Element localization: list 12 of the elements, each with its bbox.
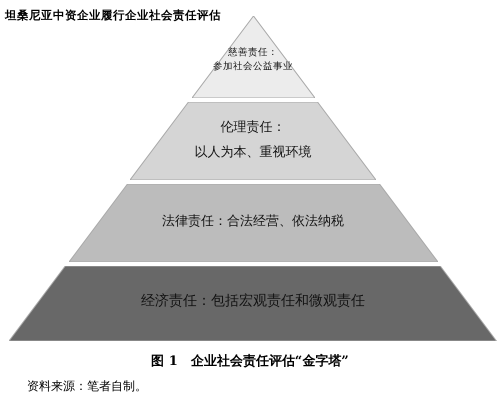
figure-caption: 图 1 企业社会责任评估“金字塔” xyxy=(150,352,350,370)
pyramid-tier xyxy=(130,102,376,180)
pyramid-tier xyxy=(9,266,497,341)
pyramid-tier xyxy=(68,184,438,262)
source-note: 资料来源：笔者自制。 xyxy=(27,378,147,395)
tier-heading: 经济责任：包括宏观责任和微观责任 xyxy=(140,292,366,310)
tier-heading: 慈善责任： xyxy=(227,46,279,59)
title: 坦桑尼亚中资企业履行企业社会责任评估 xyxy=(5,8,221,23)
tier-text: 以人为本、重视环境 xyxy=(194,144,312,161)
tier-text: 参加社会公益事业 xyxy=(212,60,294,73)
tier-heading: 伦理责任： xyxy=(220,119,286,136)
tier-heading: 法律责任：合法经营、依法纳税 xyxy=(161,213,345,230)
